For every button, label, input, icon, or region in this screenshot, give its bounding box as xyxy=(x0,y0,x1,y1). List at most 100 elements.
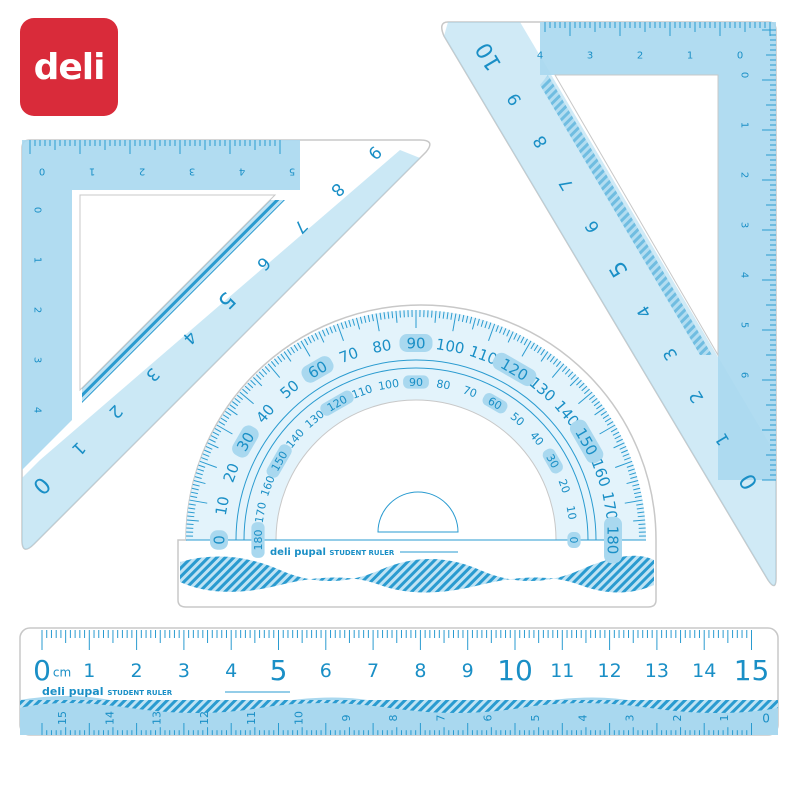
right-top-label-group: 1 xyxy=(687,51,693,62)
protractor-tick xyxy=(290,346,295,354)
protractor-tick xyxy=(283,351,292,362)
left-top-label: 1 xyxy=(89,165,95,176)
protractor-outer-label: 0 xyxy=(210,535,228,545)
protractor-inner-label-group: 60 xyxy=(482,393,508,414)
protractor-tick xyxy=(621,449,628,454)
protractor-tick xyxy=(379,312,382,320)
ruler-bottom-label: 9 xyxy=(340,715,353,722)
protractor-tick xyxy=(212,431,220,436)
protractor-tick xyxy=(363,315,367,323)
ruler-bottom-label: 15 xyxy=(56,711,69,725)
ruler-bottom-label-group: 5 xyxy=(529,715,542,722)
protractor-tick xyxy=(311,334,316,342)
ruler-label-group: 11 xyxy=(550,660,574,682)
protractor-tick xyxy=(318,331,325,343)
protractor-outer-label-group: 80 xyxy=(371,336,393,357)
protractor-tick xyxy=(359,316,363,324)
protractor-tick xyxy=(633,487,641,491)
ruler-bottom-label-group: 15 xyxy=(56,711,69,725)
left-top-label-group: 5 xyxy=(289,165,295,176)
right-side-label-group: 0 xyxy=(738,72,749,78)
protractor-tick xyxy=(624,457,631,461)
protractor-tick xyxy=(626,464,634,468)
protractor-tick xyxy=(304,338,309,346)
protractor-tick xyxy=(188,507,196,510)
right-side-label: 1 xyxy=(738,122,749,128)
protractor-outer-label-group: 100 xyxy=(434,335,465,358)
protractor-outer-label-group: 10 xyxy=(212,495,233,517)
protractor-outer-label-group: 20 xyxy=(220,461,243,485)
protractor-tick xyxy=(220,417,228,423)
right-top-label-group: 4 xyxy=(537,51,543,62)
ruler-bottom-label-group: 8 xyxy=(387,715,400,722)
ruler-label: 10 xyxy=(497,654,533,687)
ruler-bottom-label: 4 xyxy=(576,715,589,722)
protractor-tick xyxy=(476,318,480,326)
right-side-label-group: 5 xyxy=(738,322,749,328)
protractor-tick xyxy=(484,321,488,329)
protractor-tick xyxy=(578,382,585,389)
protractor-tick xyxy=(616,438,623,443)
protractor-tick xyxy=(533,344,539,352)
left-side-label-group: 2 xyxy=(31,307,42,313)
protractor-tick xyxy=(187,515,195,518)
protractor-tick xyxy=(434,310,437,323)
protractor-tick xyxy=(600,410,607,416)
protractor-tick xyxy=(626,479,639,485)
protractor-outer-label: 20 xyxy=(220,461,243,485)
protractor-outer-label: 180 xyxy=(604,526,622,555)
protractor-tick xyxy=(634,491,642,495)
protractor-tick xyxy=(551,363,565,378)
ruler-bottom-label: 2 xyxy=(671,715,684,722)
ruler-label: 15 xyxy=(734,654,770,687)
ruler-label: 8 xyxy=(414,660,426,682)
protractor-tick xyxy=(502,328,507,335)
protractor-inner-label: 100 xyxy=(377,377,400,393)
highlight-badge xyxy=(482,393,508,414)
protractor-inner-label-group: 90 xyxy=(403,375,429,389)
ruler-label: 9 xyxy=(462,660,474,682)
protractor-tick xyxy=(561,366,568,373)
protractor-inner-label: 80 xyxy=(435,377,451,392)
protractor-tick xyxy=(612,431,620,436)
right-top-label: 1 xyxy=(687,51,693,62)
protractor-tick xyxy=(629,472,637,476)
logo-text: deli xyxy=(33,46,106,88)
ruler-label-group: 4 xyxy=(225,660,237,682)
highlight-badge xyxy=(403,375,429,389)
ruler-bottom-label: 7 xyxy=(434,715,447,722)
protractor-tick xyxy=(627,468,635,472)
protractor-tick xyxy=(632,483,640,487)
protractor-tick xyxy=(637,515,645,518)
protractor-tick xyxy=(513,333,518,340)
protractor-tick xyxy=(619,445,627,450)
protractor-tick xyxy=(438,311,441,319)
left-side-label-group: 0 xyxy=(31,207,42,213)
highlight-badge xyxy=(567,532,581,548)
protractor-tick xyxy=(371,314,374,322)
protractor-tick xyxy=(471,317,477,330)
protractor-tick xyxy=(516,334,521,342)
protractor-tick xyxy=(314,333,319,340)
protractor-tick xyxy=(521,340,532,357)
protractor-tick xyxy=(594,407,605,416)
protractor-outer-label-group: 0 xyxy=(210,530,228,550)
protractor-tick xyxy=(199,460,217,468)
highlight-badge xyxy=(757,710,775,726)
protractor-tick xyxy=(236,394,244,401)
protractor-tick xyxy=(307,336,312,344)
protractor-tick xyxy=(576,379,582,386)
protractor-tick xyxy=(297,342,302,350)
ruler-label-group: 15 xyxy=(734,654,770,687)
protractor-tick xyxy=(391,311,394,319)
protractor-tick xyxy=(465,315,469,323)
protractor-tick xyxy=(495,325,499,332)
right-side-label-group: 4 xyxy=(738,272,749,278)
protractor-tick xyxy=(242,388,249,395)
protractor-tick xyxy=(540,349,546,356)
ruler-label: 2 xyxy=(131,660,143,682)
protractor-tick xyxy=(216,424,233,435)
protractor-tick xyxy=(537,346,542,354)
